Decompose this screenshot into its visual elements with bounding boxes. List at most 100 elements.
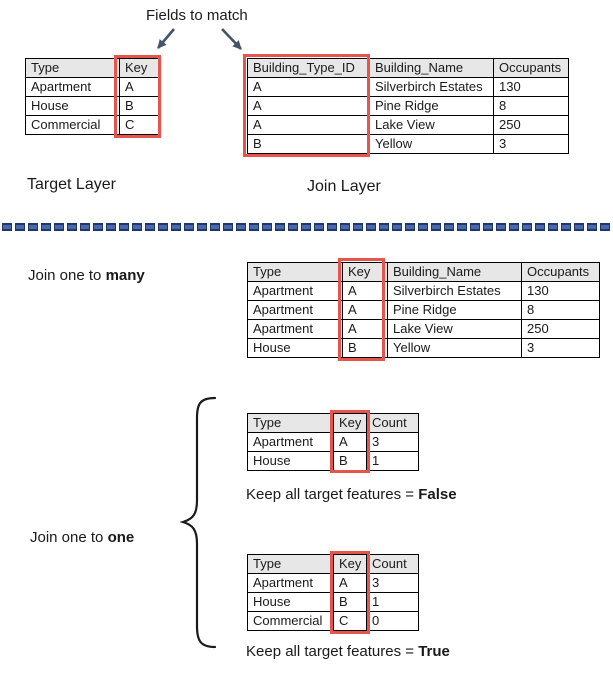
join-one-to-one-label: Join one to one — [30, 529, 134, 546]
table-header-cell: Building_Name — [369, 58, 494, 78]
table-header-cell: Building_Type_ID — [247, 58, 370, 78]
table-cell: B — [247, 134, 370, 154]
table-cell: A — [342, 319, 388, 339]
table-cell: Apartment — [247, 319, 343, 339]
table-cell: A — [247, 115, 370, 135]
table-cell: Pine Ridge — [369, 96, 494, 116]
table-cell: B — [119, 96, 161, 116]
table-cell: Yellow — [387, 338, 522, 358]
table-cell: House — [247, 451, 334, 471]
table-header-cell: Count — [366, 554, 419, 574]
table-cell: Commercial — [247, 611, 334, 631]
table-cell: 130 — [493, 77, 569, 97]
table-cell: Silverbirch Estates — [387, 281, 522, 301]
table-cell: 3 — [366, 573, 419, 593]
table-cell: C — [119, 115, 161, 135]
table-cell: Lake View — [369, 115, 494, 135]
table-cell: 250 — [493, 115, 569, 135]
table-cell: 0 — [366, 611, 419, 631]
table-cell: Apartment — [247, 432, 334, 452]
table-cell: 3 — [493, 134, 569, 154]
join-one-to-many-label-prefix: Join one to — [28, 267, 106, 284]
table-cell: 250 — [521, 319, 600, 339]
keep-true-caption-prefix: Keep all target features = — [246, 643, 419, 660]
table-cell: Yellow — [369, 134, 494, 154]
table-header-cell: Building_Name — [387, 262, 522, 282]
table-cell: House — [247, 338, 343, 358]
keep-true-caption-bold: True — [418, 643, 450, 660]
table-header-cell: Key — [342, 262, 388, 282]
table-cell: Apartment — [247, 300, 343, 320]
table-cell: House — [25, 96, 120, 116]
table-header-cell: Count — [366, 413, 419, 433]
table-header-cell: Type — [247, 413, 334, 433]
table-header-cell: Key — [333, 554, 367, 574]
keep-false-caption: Keep all target features = False — [246, 486, 457, 503]
table-cell: A — [333, 432, 367, 452]
table-cell: A — [247, 96, 370, 116]
table-cell: Lake View — [387, 319, 522, 339]
table-cell: Pine Ridge — [387, 300, 522, 320]
table-header-cell: Type — [25, 58, 120, 78]
join-one-to-one-label-prefix: Join one to — [30, 529, 108, 546]
table-cell: Silverbirch Estates — [369, 77, 494, 97]
keep-true-caption: Keep all target features = True — [246, 643, 450, 660]
join-one-to-one-label-bold: one — [107, 529, 135, 546]
table-cell: Apartment — [247, 573, 334, 593]
table-header-cell: Type — [247, 262, 343, 282]
table-header-cell: Type — [247, 554, 334, 574]
table-cell: 1 — [366, 592, 419, 612]
table-cell: Commercial — [25, 115, 120, 135]
table-header-cell: Key — [119, 58, 161, 78]
table-header-cell: Occupants — [521, 262, 600, 282]
table-cell: B — [333, 592, 367, 612]
table-cell: 8 — [493, 96, 569, 116]
table-header-cell: Key — [333, 413, 367, 433]
target-layer-caption: Target Layer — [27, 176, 116, 193]
table-cell: A — [119, 77, 161, 97]
table-cell: 3 — [366, 432, 419, 452]
fields-to-match-label: Fields to match — [146, 7, 248, 24]
join-layer-caption: Join Layer — [307, 178, 381, 195]
table-cell: 1 — [366, 451, 419, 471]
table-cell: House — [247, 592, 334, 612]
table-cell: A — [342, 281, 388, 301]
table-header-cell: Occupants — [493, 58, 569, 78]
table-cell: C — [333, 611, 367, 631]
keep-false-caption-bold: False — [418, 486, 457, 503]
table-cell: A — [333, 573, 367, 593]
fields-to-match-arrows — [157, 28, 242, 50]
table-cell: Apartment — [247, 281, 343, 301]
join-one-to-many-label: Join one to many — [28, 267, 145, 284]
table-cell: B — [342, 338, 388, 358]
